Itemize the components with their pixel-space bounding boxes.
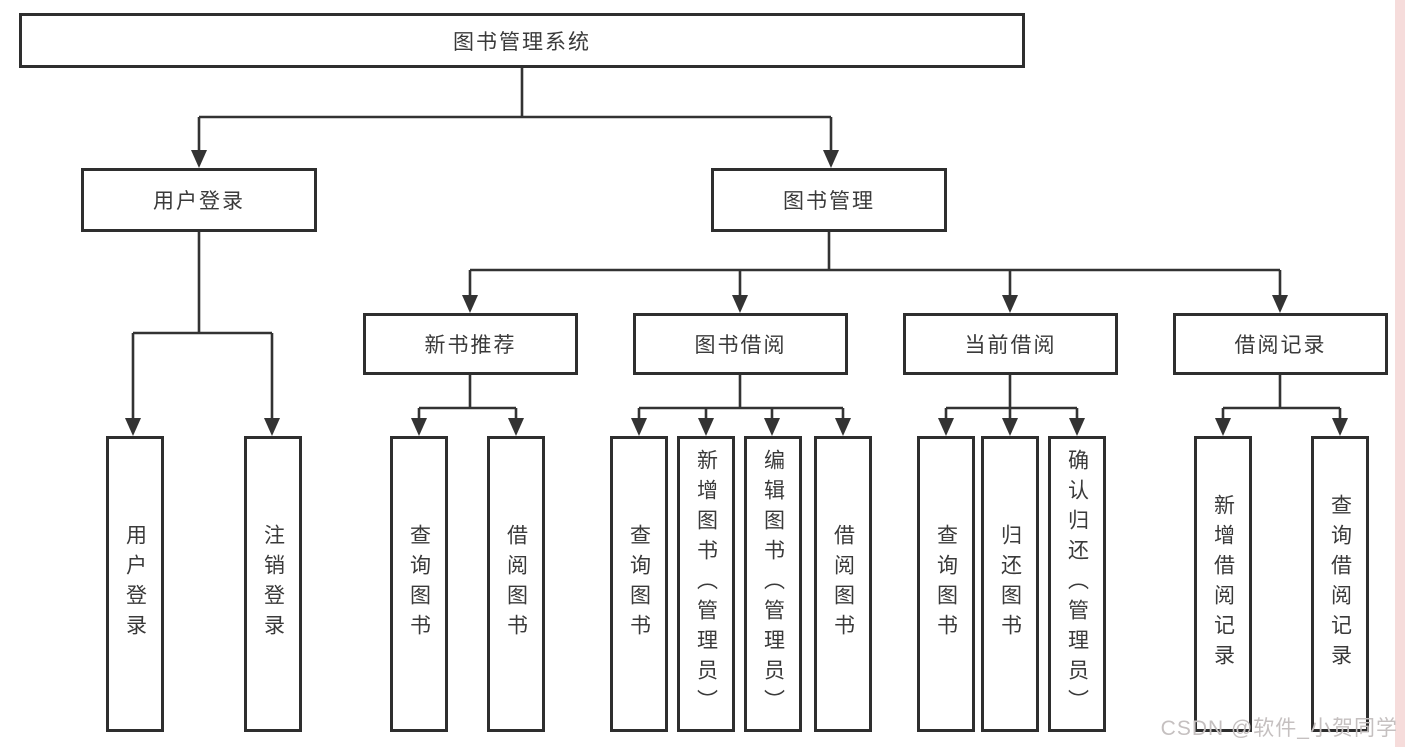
connector-book-management [468, 232, 1282, 295]
leaf-query-books-borrow-label: 查询图书 [627, 524, 651, 644]
leaf-borrow-books-recommend-label: 借阅图书 [504, 524, 528, 644]
node-user-login: 用户登录 [81, 168, 317, 232]
node-root-label: 图书管理系统 [453, 30, 591, 54]
node-root: 图书管理系统 [19, 13, 1025, 68]
node-book-borrow: 图书借阅 [633, 313, 848, 375]
leaf-add-book-admin-label: 新增图书（管理员） [694, 449, 718, 719]
node-current-borrow-label: 当前借阅 [964, 334, 1057, 357]
node-new-book-recommend-label: 新书推荐 [424, 334, 517, 357]
leaf-add-book-admin: 新增图书（管理员） [677, 436, 735, 732]
leaf-add-borrow-record-label: 新增借阅记录 [1211, 494, 1235, 674]
connector-book-borrow [637, 375, 845, 418]
node-user-login-label: 用户登录 [153, 190, 245, 213]
connector-user-login [131, 232, 274, 418]
leaf-add-borrow-record: 新增借阅记录 [1194, 436, 1252, 732]
leaf-return-book-label: 归还图书 [998, 524, 1022, 644]
node-book-management: 图书管理 [711, 168, 947, 232]
leaf-borrow-books-recommend: 借阅图书 [487, 436, 545, 732]
leaf-query-books-recommend-label: 查询图书 [407, 524, 431, 644]
node-book-management-label: 图书管理 [783, 190, 875, 213]
leaf-query-books-current: 查询图书 [917, 436, 975, 732]
leaf-logout-label: 注销登录 [261, 524, 285, 644]
connector-borrow-records [1221, 375, 1342, 418]
leaf-query-books-borrow: 查询图书 [610, 436, 668, 732]
leaf-confirm-return-admin: 确认归还（管理员） [1048, 436, 1106, 732]
node-current-borrow: 当前借阅 [903, 313, 1118, 375]
arrowheads [125, 150, 1348, 436]
leaf-borrow-books-label: 借阅图书 [831, 524, 855, 644]
page-edge-strip [1395, 0, 1405, 747]
connector-new-book-recommend [417, 375, 518, 418]
leaf-query-borrow-record-label: 查询借阅记录 [1328, 494, 1352, 674]
leaf-confirm-return-admin-label: 确认归还（管理员） [1065, 449, 1089, 719]
leaf-query-borrow-record: 查询借阅记录 [1311, 436, 1369, 732]
connector-root [197, 68, 833, 151]
leaf-query-books-recommend: 查询图书 [390, 436, 448, 732]
leaf-return-book: 归还图书 [981, 436, 1039, 732]
node-book-borrow-label: 图书借阅 [694, 334, 787, 357]
leaf-edit-book-admin-label: 编辑图书（管理员） [761, 449, 785, 719]
node-borrow-records: 借阅记录 [1173, 313, 1388, 375]
leaf-user-login: 用户登录 [106, 436, 164, 732]
csdn-watermark: CSDN @软件_小贺同学 [1160, 717, 1398, 740]
leaf-query-books-current-label: 查询图书 [934, 524, 958, 644]
leaf-user-login-label: 用户登录 [123, 524, 147, 644]
leaf-edit-book-admin: 编辑图书（管理员） [744, 436, 802, 732]
connector-current-borrow [944, 375, 1079, 418]
leaf-borrow-books: 借阅图书 [814, 436, 872, 732]
leaf-logout: 注销登录 [244, 436, 302, 732]
node-borrow-records-label: 借阅记录 [1234, 334, 1327, 357]
node-new-book-recommend: 新书推荐 [363, 313, 578, 375]
